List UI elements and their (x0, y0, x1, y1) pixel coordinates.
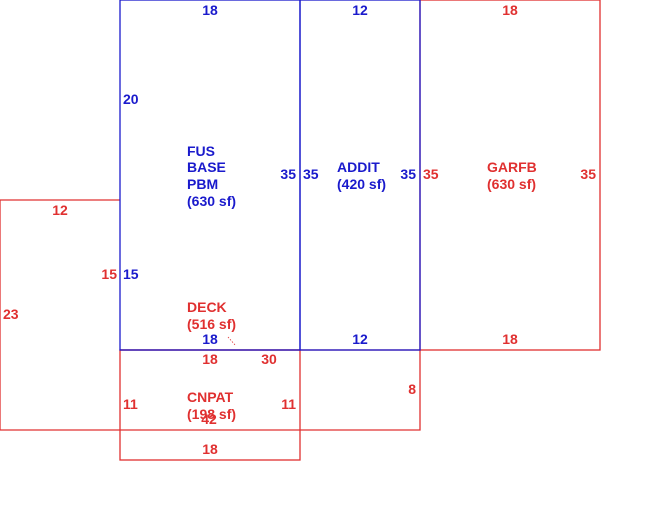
dim-garfb-left: 35 (423, 166, 439, 182)
dim-cnpat-bottom: 18 (202, 441, 218, 457)
dim-fus-top: 18 (202, 2, 218, 18)
cnpat-label-line-1: CNPAT (187, 389, 234, 405)
dim-deck-42: 42 (201, 411, 217, 427)
addit-area-value: (420 sf) (337, 176, 386, 192)
fus-label-line-1: FUS (187, 143, 215, 159)
dim-fus-left-lower: 15 (123, 266, 139, 282)
fus-label-line-2: BASE (187, 159, 226, 175)
dim-deck-bottom-18: 18 (202, 351, 218, 367)
deck-label: DECK (516 sf) (187, 299, 236, 332)
addit-label-line-1: ADDIT (337, 159, 380, 175)
fus-label-line-3: PBM (187, 176, 218, 192)
garfb-label: GARFB (630 sf) (487, 159, 541, 192)
dim-cnpat-left: 11 (123, 396, 138, 412)
dim-addit-right: 35 (400, 166, 416, 182)
dim-garfb-bottom: 18 (502, 331, 518, 347)
garfb-area-value: (630 sf) (487, 176, 536, 192)
dim-fus-right: 35 (280, 166, 296, 182)
dim-deck-right: 8 (408, 381, 416, 397)
fus-outline (119, 0, 301, 351)
cnpat-label: CNPAT (198 sf) (187, 389, 237, 422)
dim-addit-left: 35 (303, 166, 319, 182)
deck-diagonal (227, 336, 237, 347)
dim-deck-left: 23 (3, 306, 19, 322)
dim-garfb-top: 18 (502, 2, 518, 18)
dim-fus-bottom: 18 (202, 331, 218, 347)
dim-deck-bottom-30: 30 (261, 351, 277, 367)
garfb-label-line-1: GARFB (487, 159, 537, 175)
dim-deck-inner: 15 (101, 266, 117, 282)
fus-label: FUS BASE PBM (630 sf) (187, 143, 236, 209)
addit-outline (299, 0, 421, 351)
dim-cnpat-right: 11 (281, 396, 296, 412)
dim-addit-bottom: 12 (352, 331, 368, 347)
dim-addit-top: 12 (352, 2, 368, 18)
fus-area-value: (630 sf) (187, 193, 236, 209)
garfb-outline (419, 0, 601, 351)
dim-deck-top: 12 (52, 202, 68, 218)
dim-fus-left-upper: 20 (123, 91, 139, 107)
deck-label-line-1: DECK (187, 299, 227, 315)
deck-area-value: (516 sf) (187, 316, 236, 332)
dim-garfb-right: 35 (580, 166, 596, 182)
addit-label: ADDIT (420 sf) (337, 159, 386, 192)
cnpat-area-value: (198 sf) (187, 406, 236, 422)
